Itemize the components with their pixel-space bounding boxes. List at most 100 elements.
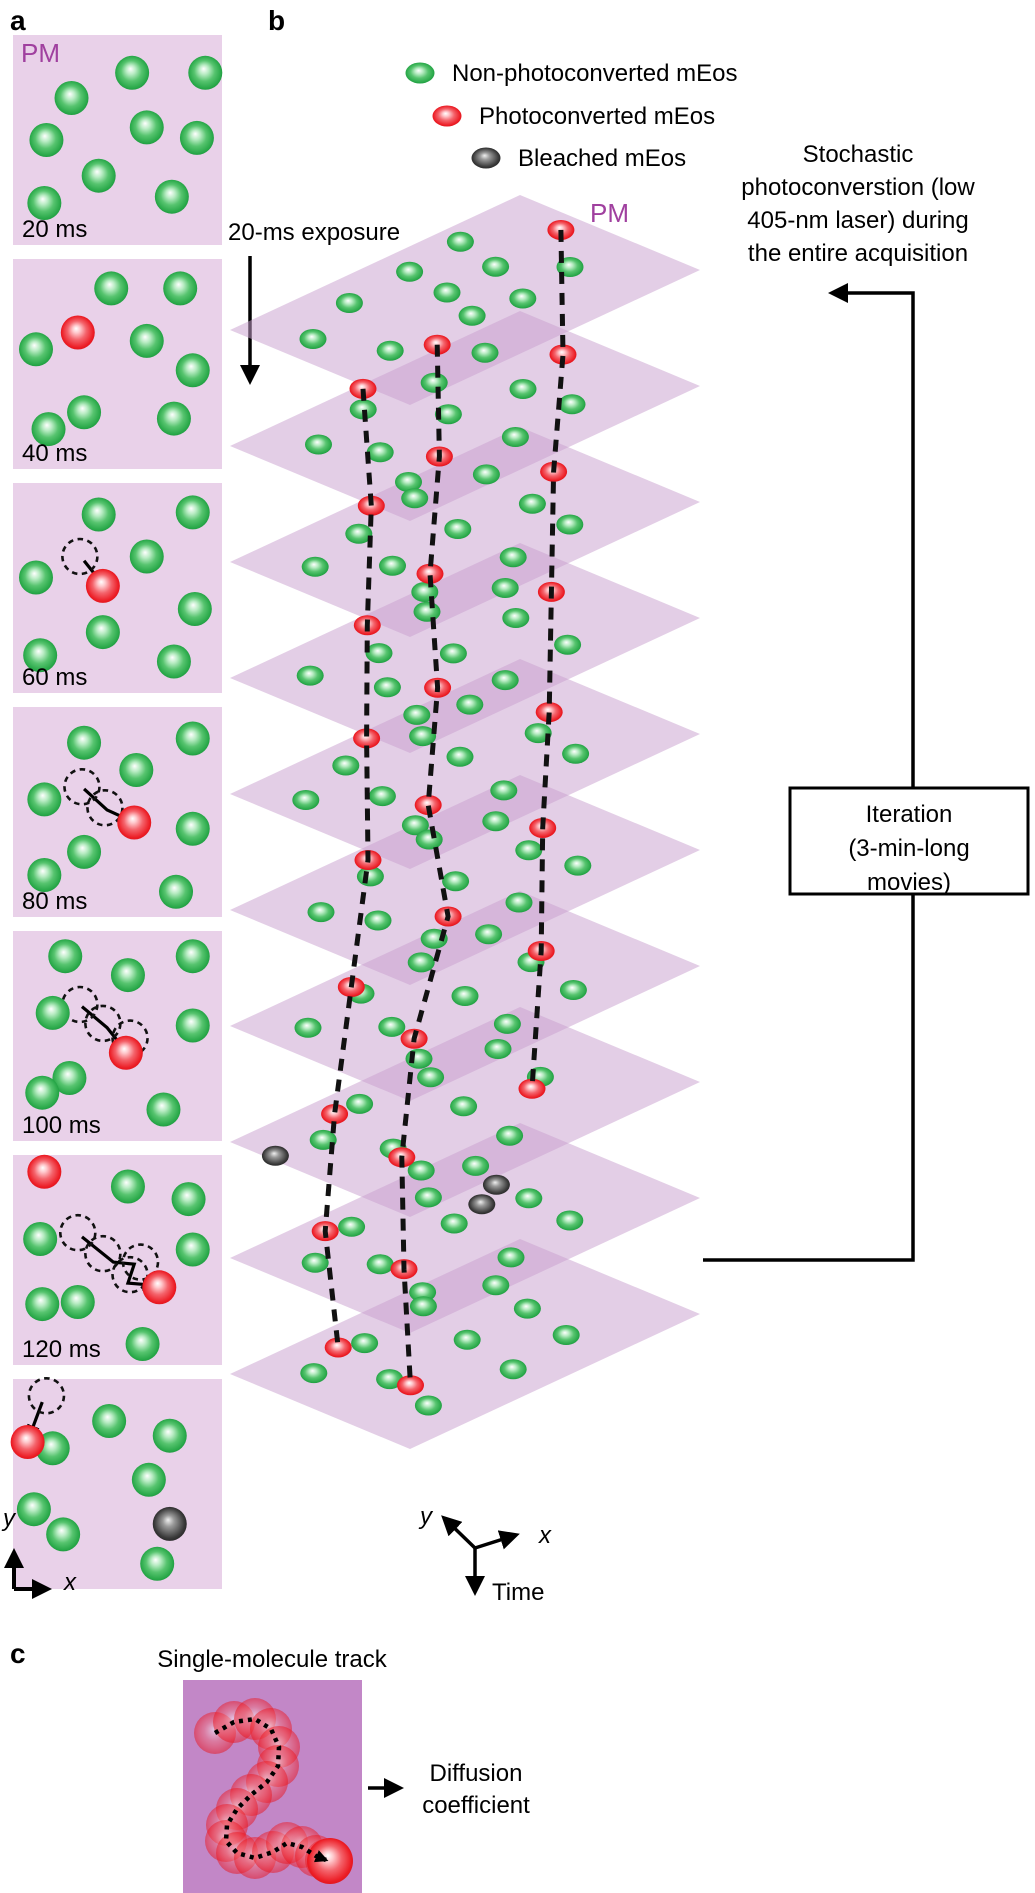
spacetime-axes: y x Time	[418, 1503, 552, 1606]
green-molecule-dot	[67, 395, 102, 430]
green-molecule-dot	[301, 556, 329, 577]
green-molecule-dot	[299, 329, 327, 349]
acquisition-plane	[230, 543, 700, 753]
red-molecule-dot	[549, 344, 577, 365]
green-molecule-dot	[171, 1182, 206, 1217]
green-molecule-dot	[409, 1282, 437, 1303]
iteration-line: (3-min-long	[848, 835, 969, 862]
green-molecule-dot	[18, 560, 53, 595]
nonphotoconverted-meos-icon	[405, 62, 435, 84]
green-molecule-dot	[491, 670, 519, 691]
green-molecule-dot	[434, 404, 462, 425]
green-molecule-dot	[110, 1169, 145, 1204]
green-molecule-dot	[559, 980, 587, 1000]
green-molecule-dot	[175, 721, 210, 756]
y-axis-arrow	[441, 1515, 477, 1550]
iteration-box: Iteration (3-min-long movies)	[788, 786, 1030, 896]
green-molecule-dot	[451, 986, 479, 1006]
green-molecule-dot	[373, 677, 401, 698]
previous-position-circle	[84, 1234, 122, 1273]
green-molecule-dot	[453, 1329, 481, 1350]
green-molecule-dot	[499, 547, 527, 568]
green-molecule-dot	[458, 305, 486, 326]
green-molecule-dot	[52, 1061, 87, 1095]
red-molecule-dot	[117, 805, 152, 840]
green-molecule-dot	[27, 858, 62, 892]
green-molecule-dot	[159, 874, 194, 909]
green-molecule-dot	[154, 179, 189, 214]
green-molecule-dot	[25, 1287, 60, 1322]
red-molecule-dot	[416, 563, 444, 584]
green-molecule-dot	[497, 1247, 525, 1268]
green-molecule-dot	[366, 1254, 394, 1275]
green-molecule-dot	[27, 782, 62, 817]
green-molecule-dot	[472, 464, 500, 485]
green-molecule-dot	[562, 743, 590, 764]
green-molecule-dot	[81, 158, 116, 193]
legend-row-nonphotoconverted: Non-photoconverted mEos	[405, 60, 738, 87]
green-molecule-dot	[407, 1160, 435, 1181]
green-molecule-dot	[499, 1359, 527, 1380]
single-molecule-track	[194, 1698, 353, 1884]
red-molecule-dot	[321, 1103, 349, 1124]
green-molecule-dot	[67, 834, 102, 869]
movie-frame: 60 ms	[13, 483, 222, 693]
green-molecule-dot	[351, 1333, 379, 1354]
green-molecule-dot	[175, 495, 210, 530]
exposure-label: 20-ms exposure	[228, 219, 400, 246]
green-molecule-dot	[25, 1075, 60, 1110]
green-molecule-dot	[378, 1016, 406, 1037]
green-molecule-dot	[482, 811, 510, 832]
stochastic-note: Stochastic photoconverstion (low 405-nm …	[741, 141, 975, 267]
green-molecule-dot	[305, 434, 332, 455]
green-molecule-dot	[156, 644, 191, 679]
green-molecule-dot	[294, 1017, 322, 1038]
green-molecule-dot	[119, 753, 154, 787]
iteration-line: Iteration	[866, 801, 953, 828]
green-molecule-dot	[46, 1517, 81, 1552]
legend-label: Bleached mEos	[518, 145, 686, 172]
x-axis-arrow	[474, 1530, 520, 1550]
acquisition-plane	[230, 311, 700, 521]
red-molecule-dot	[353, 728, 381, 749]
panel-b: b Non-photoconverted mEos Photoconverted…	[230, 5, 1030, 1606]
frame-time-label: 20 ms	[22, 216, 87, 243]
panel-a-label: a	[10, 5, 26, 36]
previous-position-circle	[61, 537, 99, 576]
panel-b-label: b	[268, 5, 285, 36]
green-molecule-dot	[125, 1327, 160, 1361]
legend-label: Photoconverted mEos	[479, 103, 715, 130]
green-molecule-dot	[301, 1252, 329, 1273]
green-molecule-dot	[35, 995, 70, 1030]
green-molecule-dot	[129, 110, 164, 145]
green-molecule-dot	[490, 780, 518, 801]
movie-frame: 100 ms	[13, 931, 222, 1141]
movie-frame: 20 ms	[13, 35, 223, 245]
green-molecule-dot	[376, 1369, 404, 1390]
previous-position-circle	[27, 1377, 66, 1415]
bleached-molecule-dot	[152, 1506, 187, 1541]
bleached-molecule-dot	[468, 1194, 496, 1215]
panel-c-label: c	[10, 1638, 26, 1669]
green-molecule-dot	[16, 1492, 51, 1527]
green-molecule-dot	[364, 910, 392, 931]
green-molecule-dot	[152, 1418, 187, 1453]
track-dashed-line	[322, 388, 374, 1348]
green-molecule-dot	[349, 399, 377, 420]
note-line: 405-nm laser) during	[747, 207, 968, 234]
red-molecule-dot	[142, 1270, 177, 1305]
green-molecule-dot	[515, 840, 543, 861]
legend-row-photoconverted: Photoconverted mEos	[432, 103, 715, 130]
frame-time-label: 60 ms	[22, 664, 87, 691]
green-molecule-dot	[450, 1096, 478, 1117]
green-molecule-dot	[509, 288, 537, 309]
green-molecule-dot	[556, 514, 584, 535]
green-molecule-dot	[484, 1039, 512, 1059]
green-molecule-dot	[365, 643, 393, 664]
note-line: the entire acquisition	[748, 240, 968, 267]
green-molecule-dot	[366, 442, 394, 463]
photoconverted-tracks	[311, 219, 577, 1396]
displacement-arrow	[80, 1235, 156, 1291]
